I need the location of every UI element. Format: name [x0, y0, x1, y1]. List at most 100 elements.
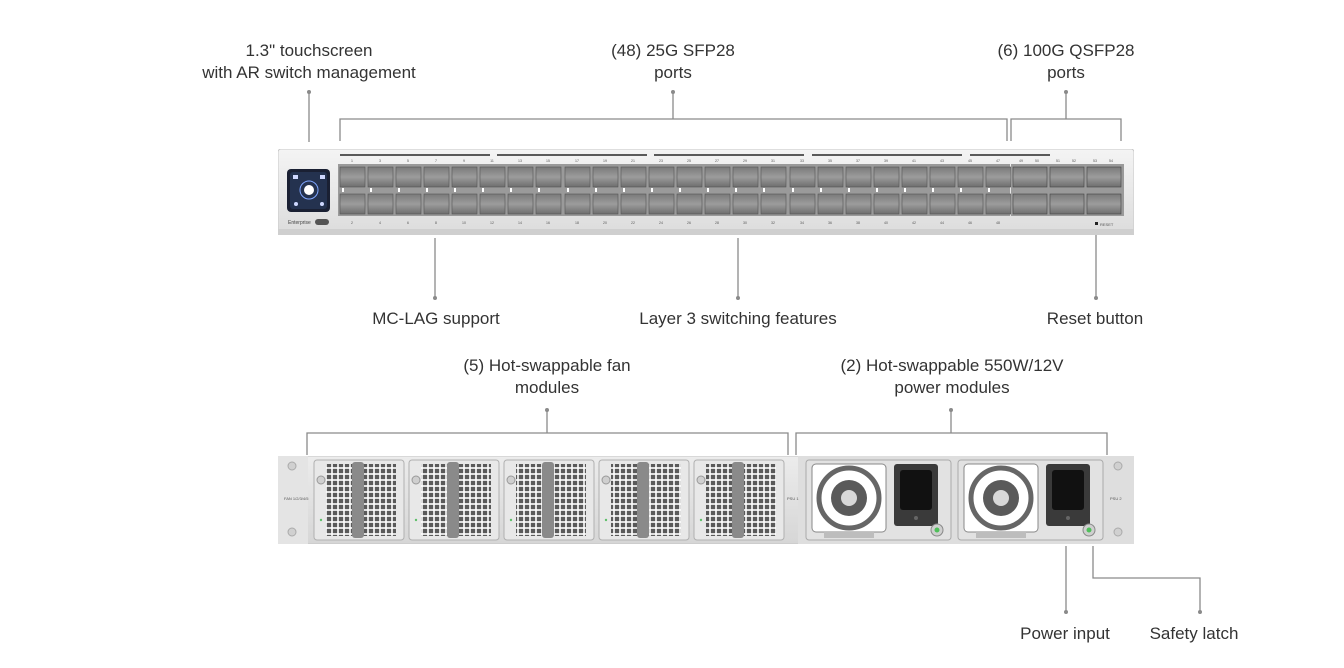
sfp-port[interactable] — [592, 166, 619, 188]
port-number: 27 — [715, 159, 719, 163]
sfp-port[interactable] — [648, 166, 675, 188]
psu-fan-icon — [968, 465, 1034, 531]
port-number: 54 — [1109, 159, 1113, 163]
fan-led-icon — [319, 518, 323, 522]
port-led — [370, 188, 372, 192]
qsfp-port[interactable] — [1086, 193, 1122, 215]
callout-sfp28-text: (48) 25G SFP28 ports — [611, 41, 735, 82]
sfp-port[interactable] — [339, 193, 366, 215]
sfp-port[interactable] — [985, 193, 1012, 215]
reset-button[interactable] — [1095, 222, 1098, 225]
sfp-port[interactable] — [817, 193, 844, 215]
sfp-port[interactable] — [564, 193, 591, 215]
sfp-port[interactable] — [929, 166, 956, 188]
fan-handle[interactable] — [542, 462, 554, 538]
sfp-port[interactable] — [451, 193, 478, 215]
sfp-port[interactable] — [704, 166, 731, 188]
port-number: 26 — [687, 221, 691, 225]
sfp-port[interactable] — [704, 193, 731, 215]
port-number: 15 — [546, 159, 550, 163]
fan-handle[interactable] — [732, 462, 744, 538]
port-led — [538, 188, 540, 192]
rear-panel: FAN 1/2/3/4/5 PSU 1 PSU 2 — [277, 455, 1135, 545]
sfp-port[interactable] — [873, 166, 900, 188]
port-number: 49 — [1019, 159, 1023, 163]
power-module[interactable] — [805, 459, 952, 541]
port-number: 51 — [1056, 159, 1060, 163]
touchscreen-display[interactable] — [287, 169, 330, 212]
sfp-port[interactable] — [732, 193, 759, 215]
sfp-port[interactable] — [395, 166, 422, 188]
fan-handle[interactable] — [447, 462, 459, 538]
callout-touchscreen: 1.3" touchscreen with AR switch manageme… — [188, 40, 430, 84]
sfp-port[interactable] — [901, 193, 928, 215]
sfp-port[interactable] — [732, 166, 759, 188]
sfp-port[interactable] — [507, 193, 534, 215]
port-led — [763, 188, 765, 192]
port-number: 48 — [996, 221, 1000, 225]
sfp-port[interactable] — [451, 166, 478, 188]
sfp-port[interactable] — [760, 193, 787, 215]
sfp-port[interactable] — [648, 193, 675, 215]
sfp-port[interactable] — [817, 166, 844, 188]
fan-handle[interactable] — [637, 462, 649, 538]
port-number: 45 — [968, 159, 972, 163]
qsfp-port[interactable] — [1049, 193, 1085, 215]
port-number: 31 — [771, 159, 775, 163]
psu-handle[interactable] — [976, 532, 1026, 538]
sfp-port[interactable] — [873, 193, 900, 215]
sfp-port[interactable] — [845, 166, 872, 188]
psu-handle[interactable] — [824, 532, 874, 538]
sfp-port[interactable] — [592, 193, 619, 215]
sfp-port[interactable] — [845, 193, 872, 215]
fan-module[interactable] — [408, 459, 500, 541]
sfp-port[interactable] — [985, 166, 1012, 188]
qsfp-port[interactable] — [1086, 166, 1122, 188]
sfp-port[interactable] — [901, 166, 928, 188]
psu-fan-center-icon — [841, 490, 857, 506]
callout-mclag: MC-LAG support — [336, 308, 536, 330]
sfp-port[interactable] — [789, 166, 816, 188]
sfp-port[interactable] — [620, 166, 647, 188]
sfp-port[interactable] — [929, 193, 956, 215]
sfp-port[interactable] — [367, 193, 394, 215]
port-number: 46 — [968, 221, 972, 225]
fan-module[interactable] — [313, 459, 405, 541]
sfp-port[interactable] — [479, 166, 506, 188]
power-inlet-screw-icon — [914, 516, 918, 520]
sfp-port[interactable] — [507, 166, 534, 188]
qsfp-port[interactable] — [1049, 166, 1085, 188]
sfp-port[interactable] — [620, 193, 647, 215]
sfp-port[interactable] — [339, 166, 366, 188]
sfp-port[interactable] — [479, 193, 506, 215]
callout-mclag-text: MC-LAG support — [372, 309, 500, 328]
sfp-port[interactable] — [760, 166, 787, 188]
qsfp-port[interactable] — [1012, 193, 1048, 215]
sfp-port[interactable] — [423, 193, 450, 215]
port-led — [876, 188, 878, 192]
port-number: 17 — [575, 159, 579, 163]
fan-handle[interactable] — [352, 462, 364, 538]
port-number: 9 — [463, 159, 465, 163]
port-number: 40 — [884, 221, 888, 225]
sfp-port[interactable] — [395, 193, 422, 215]
sfp-port[interactable] — [789, 193, 816, 215]
sfp-port[interactable] — [957, 193, 984, 215]
sfp-port[interactable] — [367, 166, 394, 188]
sfp-port[interactable] — [676, 166, 703, 188]
fan-module[interactable] — [503, 459, 595, 541]
fan-module[interactable] — [598, 459, 690, 541]
power-inlet-socket — [900, 470, 932, 510]
qsfp-port[interactable] — [1012, 166, 1048, 188]
sfp-port[interactable] — [535, 193, 562, 215]
fan-module[interactable] — [693, 459, 785, 541]
callout-touchscreen-text: 1.3" touchscreen with AR switch manageme… — [202, 41, 416, 82]
fan-screw-icon — [316, 475, 326, 485]
sfp-port[interactable] — [535, 166, 562, 188]
sfp-port[interactable] — [957, 166, 984, 188]
port-number: 22 — [631, 221, 635, 225]
sfp-port[interactable] — [564, 166, 591, 188]
sfp-port[interactable] — [676, 193, 703, 215]
power-module[interactable] — [957, 459, 1104, 541]
sfp-port[interactable] — [423, 166, 450, 188]
